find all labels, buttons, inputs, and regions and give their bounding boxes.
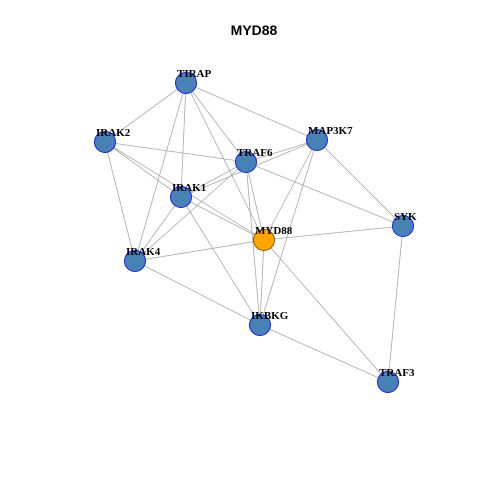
node-traf3: TRAF3 — [377, 367, 415, 393]
node-label-traf6: TRAF6 — [237, 147, 273, 159]
edge-map3k7-ikbkg — [259, 139, 318, 326]
node-irak1: IRAK1 — [170, 182, 206, 208]
diagram-title: MYD88 — [231, 22, 278, 38]
node-circle-irak2 — [94, 131, 116, 153]
edge-myd88-traf3 — [263, 239, 389, 383]
node-circle-syk — [392, 215, 414, 237]
edge-irak1-irak4 — [134, 196, 182, 262]
edge-tirap-traf6 — [185, 82, 247, 163]
edge-traf6-irak1 — [180, 161, 247, 198]
edge-myd88-syk — [263, 225, 404, 241]
edge-tirap-myd88 — [185, 82, 265, 241]
edge-traf6-irak4 — [134, 161, 247, 262]
node-map3k7: MAP3K7 — [306, 125, 353, 151]
edge-map3k7-syk — [316, 139, 404, 227]
edge-irak2-irak4 — [104, 141, 136, 262]
edge-irak4-ikbkg — [134, 260, 261, 326]
node-circle-ikbkg — [249, 314, 271, 336]
node-myd88: MYD88 — [253, 225, 293, 251]
node-tirap: TIRAP — [175, 68, 212, 94]
node-label-irak4: IRAK4 — [126, 246, 161, 258]
node-label-ikbkg: IKBKG — [251, 310, 289, 322]
edge-myd88-ikbkg — [259, 239, 265, 326]
node-irak2: IRAK2 — [94, 127, 131, 153]
edge-irak1-ikbkg — [180, 196, 261, 326]
node-circle-irak4 — [124, 250, 146, 272]
node-label-map3k7: MAP3K7 — [308, 125, 353, 137]
edge-irak2-traf6 — [104, 141, 247, 163]
node-circle-traf3 — [377, 371, 399, 393]
node-label-syk: SYK — [394, 211, 417, 223]
node-label-myd88: MYD88 — [255, 225, 293, 237]
edge-map3k7-traf6 — [245, 139, 318, 163]
edge-tirap-map3k7 — [185, 82, 318, 141]
edge-tirap-irak4 — [134, 82, 187, 262]
node-traf6: TRAF6 — [235, 147, 273, 173]
edge-irak2-irak1 — [104, 141, 182, 198]
edge-tirap-irak1 — [180, 82, 187, 198]
edge-layer — [104, 82, 404, 383]
node-syk: SYK — [392, 211, 417, 237]
edge-syk-traf3 — [387, 225, 404, 383]
edge-tirap-irak2 — [104, 82, 187, 143]
node-circle-map3k7 — [306, 129, 328, 151]
edge-irak1-myd88 — [180, 196, 265, 241]
edge-traf6-syk — [245, 161, 404, 227]
node-label-irak1: IRAK1 — [172, 182, 206, 194]
edge-traf6-ikbkg — [245, 161, 261, 326]
node-label-tirap: TIRAP — [177, 68, 212, 80]
node-ikbkg: IKBKG — [249, 310, 289, 336]
node-label-irak2: IRAK2 — [96, 127, 131, 139]
edge-myd88-irak4 — [134, 239, 265, 262]
node-circle-tirap — [175, 72, 197, 94]
edge-map3k7-myd88 — [263, 139, 318, 241]
node-circle-irak1 — [170, 186, 192, 208]
node-circle-traf6 — [235, 151, 257, 173]
node-label-traf3: TRAF3 — [379, 367, 415, 379]
edge-ikbkg-traf3 — [259, 324, 389, 383]
node-irak4: IRAK4 — [124, 246, 161, 272]
edge-traf6-myd88 — [245, 161, 265, 241]
node-circle-myd88 — [253, 229, 275, 251]
